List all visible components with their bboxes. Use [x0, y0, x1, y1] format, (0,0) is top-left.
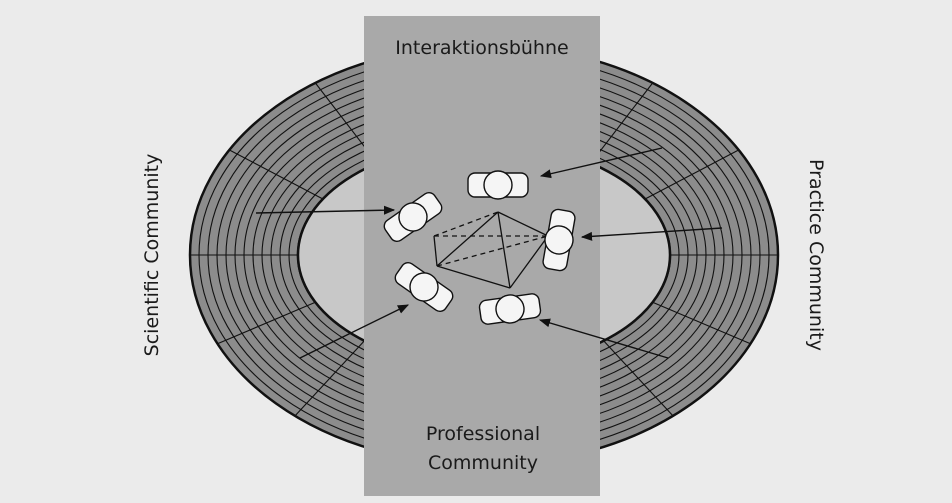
participant-top — [467, 170, 529, 200]
interaction-network — [433, 211, 549, 289]
influence-arrows — [255, 147, 723, 359]
stand-aisle — [590, 82, 654, 164]
stand-aisle — [294, 340, 365, 417]
arrow-scientific-upper — [255, 205, 396, 215]
participant-right — [542, 208, 576, 272]
arrow-practice-lower — [538, 318, 669, 359]
network-edge — [436, 211, 499, 267]
arrow-practice-upper — [539, 147, 663, 179]
network-edge — [509, 235, 549, 289]
stand-aisle — [217, 301, 316, 345]
participant-bottom — [478, 293, 542, 325]
stand-aisle — [652, 301, 751, 345]
participant-left — [383, 192, 443, 242]
arrow-practice-middle — [580, 227, 723, 241]
arrow-scientific-lower — [299, 304, 410, 359]
network-edge — [436, 265, 511, 289]
professional-label-line1: Professional — [426, 423, 540, 445]
network-edge — [433, 235, 438, 267]
practice-community-label: Practice Community — [805, 159, 827, 351]
network-edge — [436, 235, 549, 267]
network-edge — [433, 211, 499, 237]
professional-label-line2: Community — [428, 452, 538, 474]
network-edge — [497, 211, 549, 237]
stage-label: Interaktionsbühne — [395, 37, 568, 59]
stand-aisle — [644, 149, 739, 200]
scientific-community-label: Scientific Community — [141, 154, 163, 357]
stand-aisle — [229, 149, 324, 200]
participant-lower-left — [394, 262, 454, 312]
stand-aisle — [603, 340, 674, 417]
network-edge — [497, 211, 511, 289]
participants — [383, 170, 576, 325]
